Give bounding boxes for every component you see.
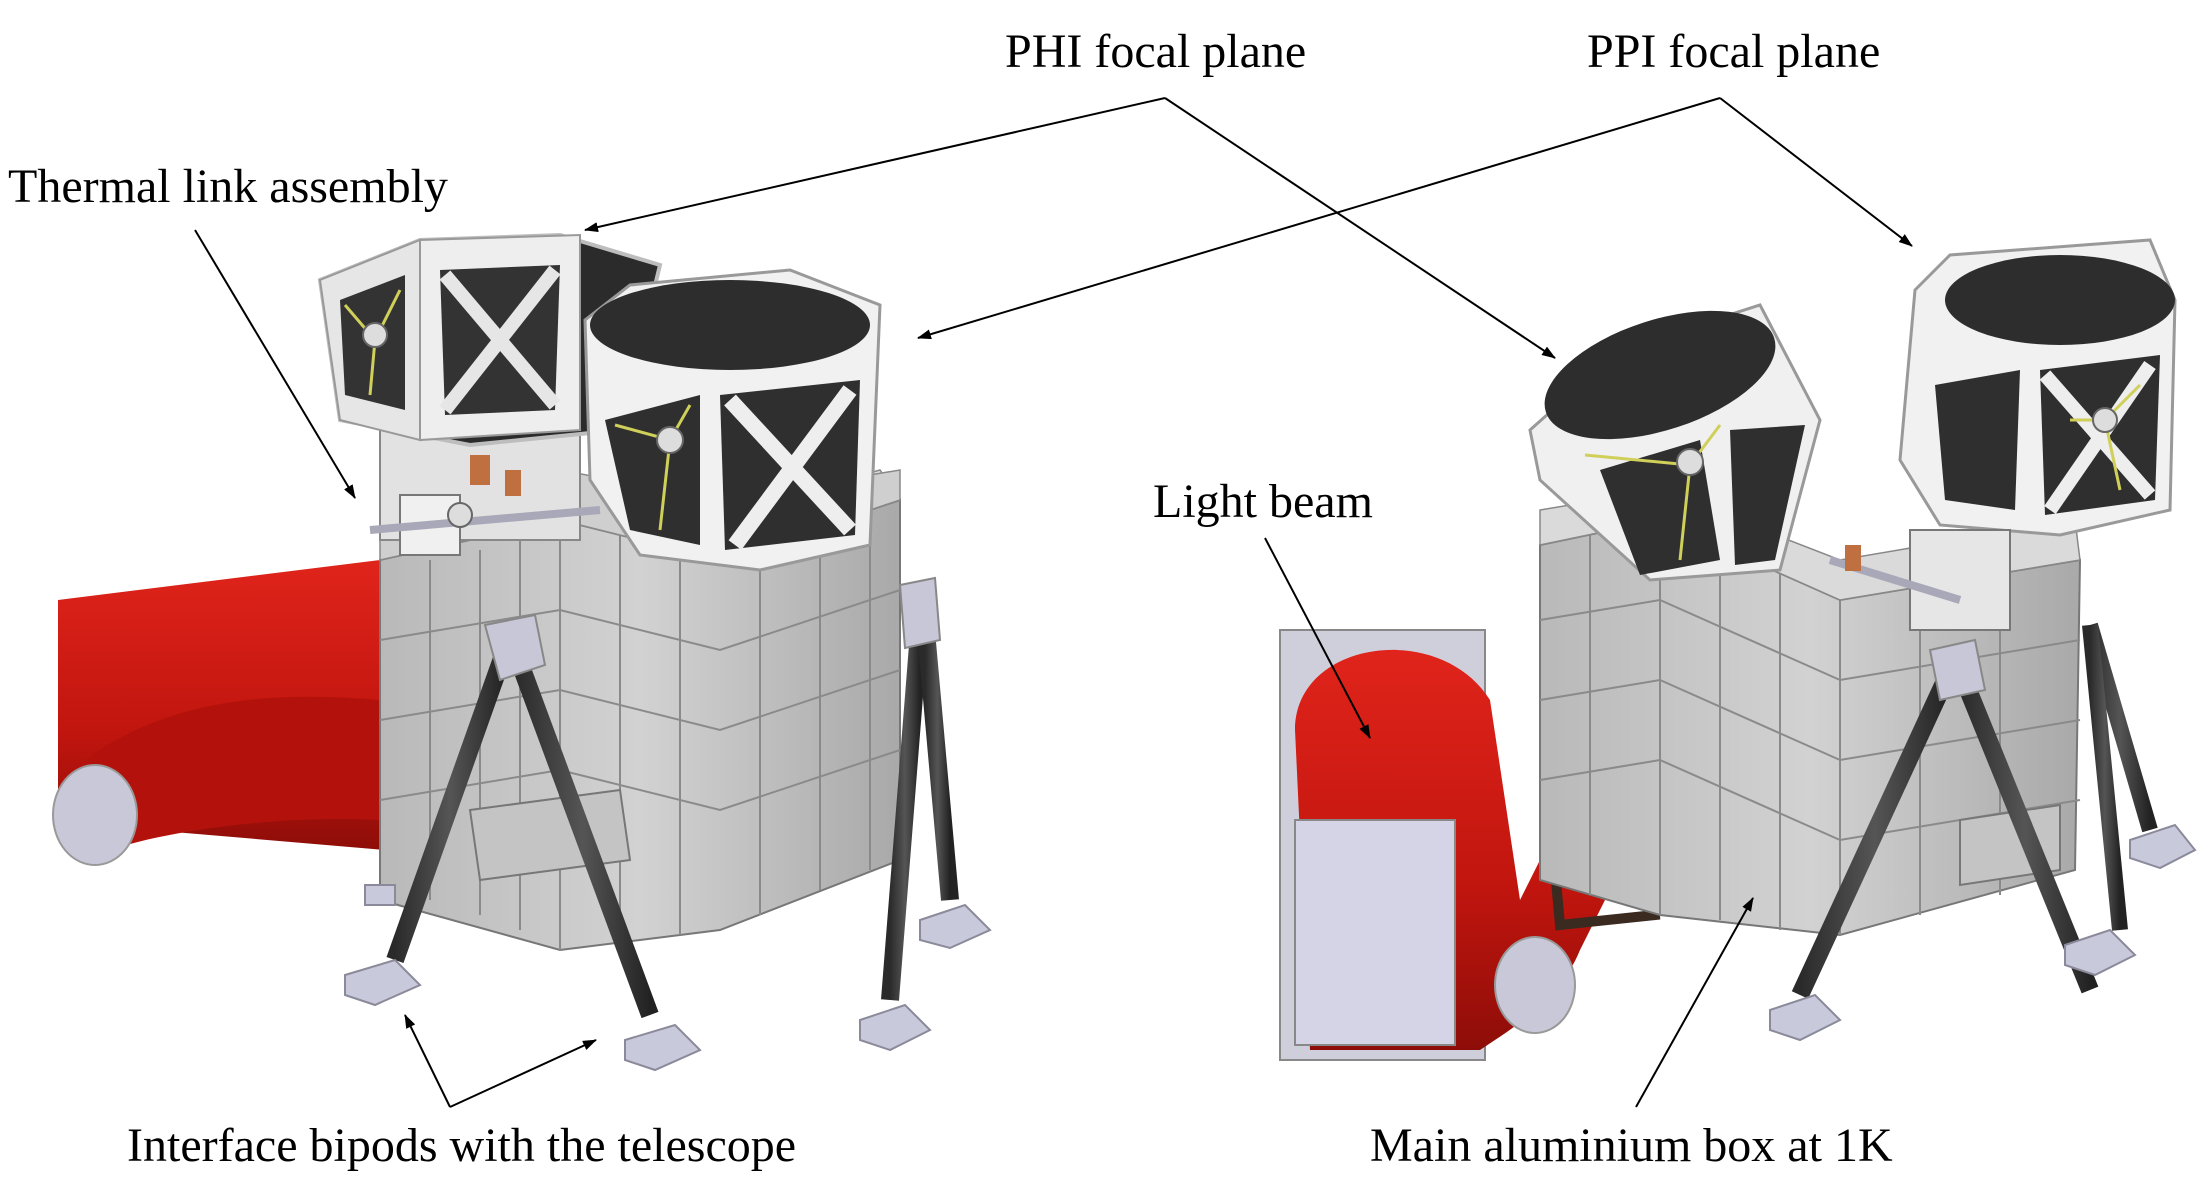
ppi-focal-plane-right: [1898, 238, 2177, 537]
arrow-main-box: [1635, 897, 1754, 1108]
left-assembly: [52, 232, 992, 1072]
label-light-beam: Light beam: [1153, 475, 1373, 528]
label-interface-bipods: Interface bipods with the telescope: [127, 1119, 797, 1172]
arrow-light-beam: [1264, 537, 1371, 739]
arrow-phi-left: [584, 97, 1166, 232]
light-beam-right: [1279, 629, 1661, 1061]
right-assembly: [1279, 238, 2197, 1061]
label-phi-focal-plane: PHI focal plane: [1005, 25, 1307, 78]
leader-lines: [194, 97, 1913, 1108]
label-main-aluminium-box: Main aluminium box at 1K: [1370, 1119, 1893, 1172]
label-thermal-link-assembly: Thermal link assembly: [8, 160, 448, 213]
thermal-link-assembly-right: [1828, 529, 2011, 631]
phi-focal-plane-right: [1528, 303, 1822, 582]
arrow-ppi-left: [917, 97, 1721, 340]
interface-bipods-left: [344, 576, 992, 1072]
phi-focal-plane-left: [317, 232, 663, 448]
label-ppi-focal-plane: PPI focal plane: [1587, 25, 1881, 78]
arrow-thermal-link: [194, 229, 356, 499]
arrow-phi-right: [1164, 97, 1556, 359]
ppi-focal-plane-left: [583, 268, 882, 572]
interface-bipods-right: [1769, 622, 2197, 1042]
arrow-bipod-2: [449, 1039, 597, 1108]
light-beam-left: [52, 560, 385, 866]
arrow-ppi-right: [1719, 97, 1913, 247]
arrow-bipod-1: [404, 1014, 451, 1108]
